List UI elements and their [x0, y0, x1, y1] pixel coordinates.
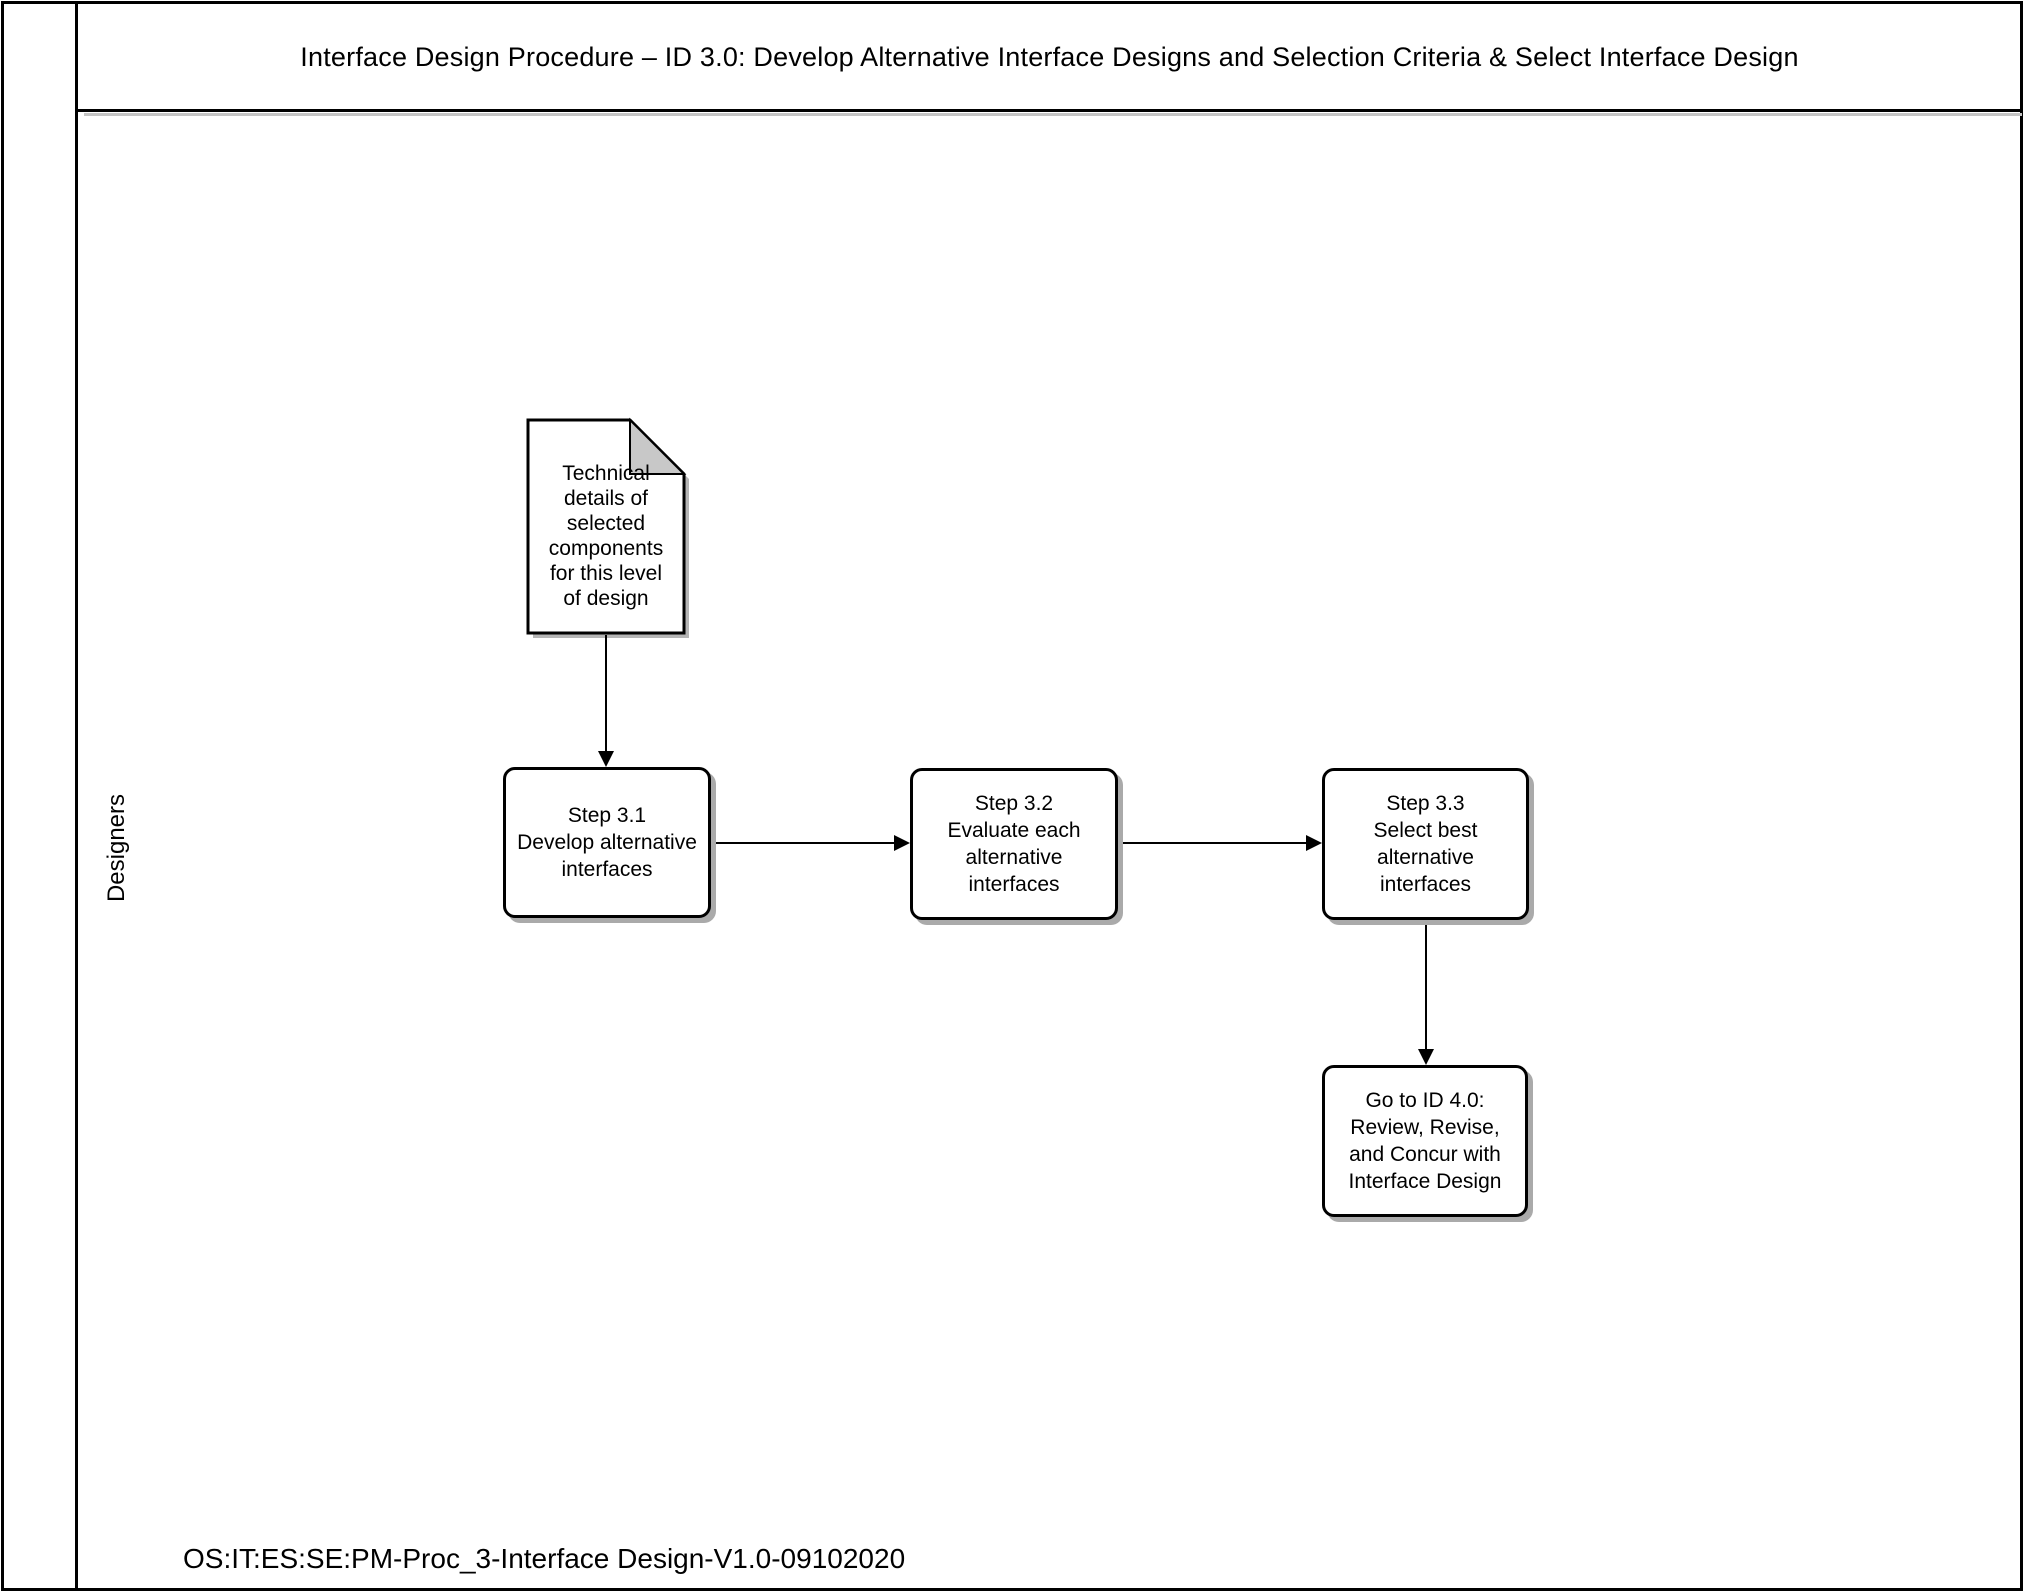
node-step-3-3: Step 3.3 Select best alternative interfa… — [1322, 768, 1529, 920]
arrowhead-down — [598, 751, 614, 767]
arrowhead-right — [1306, 835, 1322, 851]
document-id-footer: OS:IT:ES:SE:PM-Proc_3-Interface Design-V… — [183, 1543, 906, 1574]
page-title: Interface Design Procedure – ID 3.0: Dev… — [300, 41, 1799, 72]
lane-divider-line — [75, 2, 78, 1591]
node-technical-details-document: Technical details of selected components… — [528, 420, 684, 633]
node-go-to-id-4-0: Go to ID 4.0: Review, Revise, and Concur… — [1322, 1065, 1528, 1217]
step-3-1-label: Step 3.1 Develop alternative interfaces — [517, 804, 697, 881]
arrowhead-down — [1418, 1049, 1434, 1065]
document-node-text: Technical details of selected components… — [548, 461, 664, 610]
go-to-id-4-0-label: Go to ID 4.0: Review, Revise, and Concur… — [1348, 1089, 1502, 1193]
node-step-3-1: Step 3.1 Develop alternative interfaces — [503, 767, 711, 918]
title-separator-shadow — [84, 113, 2022, 116]
document-fold-corner — [629, 417, 687, 475]
title-separator-line — [75, 109, 2022, 112]
node-step-3-2: Step 3.2 Evaluate each alternative inter… — [910, 768, 1118, 920]
step-3-3-label: Step 3.3 Select best alternative interfa… — [1373, 792, 1478, 896]
arrowhead-right — [894, 835, 910, 851]
step-3-2-label: Step 3.2 Evaluate each alternative inter… — [947, 792, 1081, 896]
